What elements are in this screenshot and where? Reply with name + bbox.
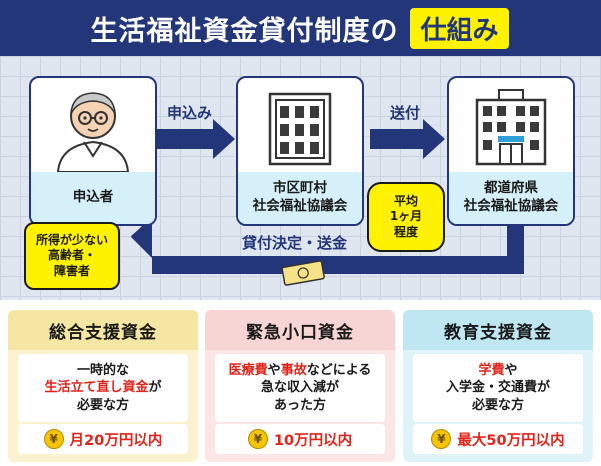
card-emergency-amount-value: 10万円以内	[273, 432, 353, 449]
arrow-return-icon	[131, 218, 524, 274]
page-title: 生活福祉資金貸付制度の	[90, 15, 399, 47]
office-building-icon	[238, 78, 362, 174]
card-general-line2: 生活立て直し資金が	[44, 379, 161, 397]
card-emergency-title: 緊急小口資金	[205, 310, 395, 350]
fund-cards: 総合支援資金 一時的な 生活立て直し資金が 必要な方 ¥ 月20万円以内 緊急小…	[0, 300, 601, 466]
card-general-title: 総合支援資金	[8, 310, 198, 350]
callout-period-line1: 平均	[393, 193, 418, 208]
arrow-send-label: 送付	[390, 104, 421, 122]
card-emergency-body: 医療費や事故などによる 急な収入減が あった方	[215, 354, 385, 422]
callout-period: 平均 1ヶ月 程度	[367, 182, 445, 252]
arrow-apply-icon	[155, 119, 235, 159]
card-emergency-small: 緊急小口資金 医療費や事故などによる 急な収入減が あった方 ¥ 10万円以内	[205, 310, 395, 462]
card-education-amount: ¥ 最大50万円以内	[413, 424, 583, 454]
prefectural-line1: 都道府県	[484, 180, 538, 197]
card-general-body: 一時的な 生活立て直し資金が 必要な方	[18, 354, 188, 422]
node-municipal: 市区町村 社会福祉協議会	[236, 76, 364, 226]
municipal-line1: 市区町村	[273, 180, 327, 197]
card-emergency-particle1: や	[267, 362, 281, 378]
elderly-person-icon	[31, 78, 155, 174]
card-education-amount-value: 最大50万円以内	[457, 432, 565, 449]
government-building-icon	[449, 78, 573, 174]
yen-coin-icon: ¥	[431, 429, 452, 449]
title-banner: 生活福祉資金貸付制度の 仕組み	[0, 0, 601, 56]
card-general-highlight: 生活立て直し資金	[44, 380, 149, 396]
flow-diagram: 申込者 市区町村 社会福祉協議会	[0, 56, 601, 300]
node-applicant-label: 申込者	[31, 172, 155, 224]
card-emergency-highlight1: 医療費	[228, 362, 268, 378]
yen-coin-icon: ¥	[43, 429, 64, 449]
card-education-line1: 学費や	[478, 362, 517, 380]
node-municipal-label: 市区町村 社会福祉協議会	[238, 172, 362, 224]
card-education-particle: や	[504, 362, 518, 378]
card-education-support: 教育支援資金 学費や 入学金・交通費が 必要な方 ¥ 最大50万円以内	[403, 310, 593, 462]
card-general-amount: ¥ 月20万円以内	[18, 424, 188, 454]
cash-bill-icon	[279, 258, 327, 286]
card-general-line3: 必要な方	[76, 397, 129, 413]
card-education-title: 教育支援資金	[403, 310, 593, 350]
node-prefectural-label: 都道府県 社会福祉協議会	[449, 172, 573, 224]
card-emergency-line3: あった方	[273, 397, 326, 413]
callout-period-line3: 程度	[393, 224, 418, 239]
card-education-body: 学費や 入学金・交通費が 必要な方	[413, 354, 583, 422]
card-emergency-amount: ¥ 10万円以内	[215, 424, 385, 454]
card-general-amount-value: 月20万円以内	[69, 432, 163, 449]
prefectural-line2: 社会福祉協議会	[463, 198, 559, 214]
node-prefectural: 都道府県 社会福祉協議会	[447, 76, 575, 226]
arrow-return-label: 貸付決定・送金	[242, 234, 348, 252]
callout-target: 所得が少ない 高齢者・ 障害者	[24, 222, 120, 290]
card-general-particle: が	[148, 380, 162, 396]
card-general-support: 総合支援資金 一時的な 生活立て直し資金が 必要な方 ¥ 月20万円以内	[8, 310, 198, 462]
applicant-label: 申込者	[72, 189, 114, 206]
callout-period-line2: 1ヶ月	[389, 209, 423, 224]
card-emergency-highlight2: 事故	[280, 362, 307, 378]
arrow-apply-label: 申込み	[167, 104, 213, 122]
card-general-line1: 一時的な	[76, 362, 129, 378]
card-emergency-line2: 急な収入減が	[260, 380, 339, 396]
flow-arrows	[131, 119, 524, 274]
yen-coin-icon: ¥	[247, 429, 268, 449]
title-badge: 仕組み	[408, 5, 511, 51]
card-emergency-line1: 医療費や事故などによる	[229, 362, 372, 380]
arrow-send-icon	[370, 119, 445, 159]
callout-target-line1: 所得が少ない	[35, 232, 108, 247]
callout-target-line2: 高齢者・	[47, 248, 96, 263]
municipal-line2: 社会福祉協議会	[252, 198, 348, 214]
card-emergency-particle2: などによる	[306, 362, 372, 378]
card-education-line3: 必要な方	[471, 397, 524, 413]
node-applicant: 申込者	[29, 76, 157, 226]
card-education-highlight: 学費	[478, 362, 505, 378]
callout-target-line3: 障害者	[53, 263, 90, 278]
card-education-line2: 入学金・交通費が	[445, 380, 550, 396]
